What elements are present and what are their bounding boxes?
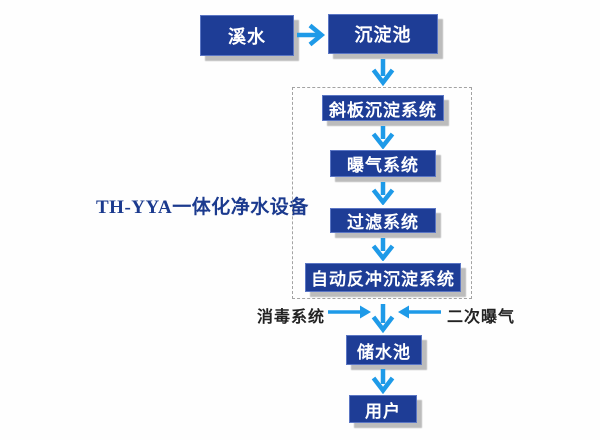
arrow-right-filled-icon	[328, 304, 372, 320]
arrow-down-icon	[371, 181, 395, 205]
node-aeration-system: 曝气系统	[330, 150, 436, 177]
node-sedimentation-tank: 沉淀池	[328, 14, 438, 54]
arrow-right-icon	[296, 23, 328, 47]
arrow-down-icon	[371, 368, 395, 394]
node-storage-tank-label: 储水池	[357, 342, 411, 362]
node-sedimentation-tank-label: 沉淀池	[354, 25, 412, 45]
arrow-down-icon	[371, 303, 395, 333]
node-auto-backwash-sedimentation-label: 自动反冲沉淀系统	[311, 270, 455, 289]
arrow-down-icon	[371, 58, 395, 86]
node-filtration-system: 过滤系统	[330, 208, 436, 233]
node-stream-water-label: 溪水	[228, 26, 266, 47]
equipment-dashed-frame	[292, 87, 472, 299]
node-filtration-system-label: 过滤系统	[347, 213, 419, 232]
label-disinfection-system: 消毒系统	[257, 309, 326, 326]
label-secondary-aeration: 二次曝气	[447, 309, 516, 326]
node-users-label: 用户	[365, 401, 401, 421]
node-stream-water: 溪水	[200, 15, 294, 56]
diagram-title: TH-YYA一体化净水设备	[96, 197, 309, 218]
node-aeration-system-label: 曝气系统	[347, 156, 419, 175]
arrow-down-icon	[371, 125, 395, 149]
node-inclined-plate-sedimentation: 斜板沉淀系统	[322, 95, 444, 121]
arrow-down-icon	[371, 237, 395, 261]
node-storage-tank: 储水池	[346, 335, 422, 365]
node-users: 用户	[349, 395, 417, 423]
arrow-left-filled-icon	[397, 304, 441, 320]
node-inclined-plate-sedimentation-label: 斜板沉淀系统	[329, 100, 437, 120]
node-auto-backwash-sedimentation: 自动反冲沉淀系统	[305, 263, 461, 292]
